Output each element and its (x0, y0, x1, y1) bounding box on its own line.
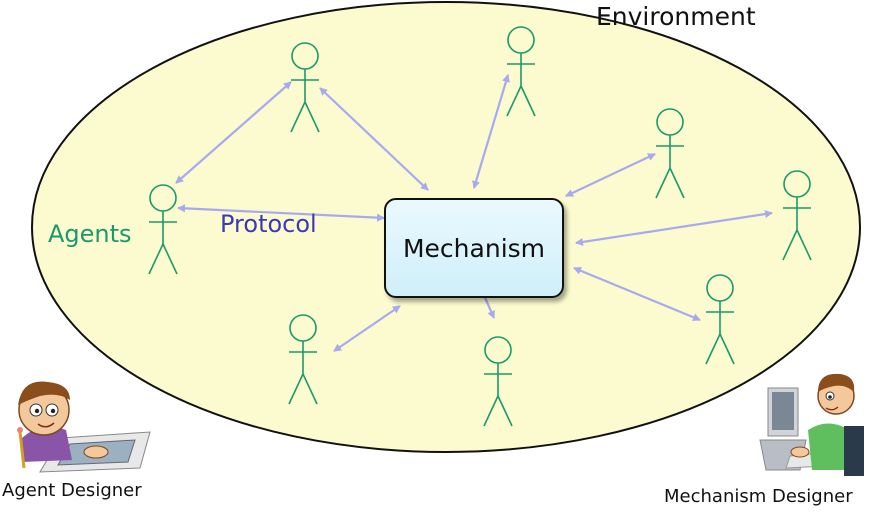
agent-top-left (290, 42, 320, 133)
arrow-agent-right-bottom-to-mechanism (573, 266, 701, 322)
agents-label: Agents (48, 220, 132, 248)
arrow-agent-top-left-to-left (175, 81, 292, 184)
agent-bottom-center (483, 336, 513, 427)
agent-designer-label: Agent Designer (2, 480, 142, 501)
agents-group (148, 26, 812, 427)
arrow-agent-right-top-to-mechanism (565, 153, 656, 197)
mechanism-box: Mechanism (384, 198, 564, 298)
agent-designer-illustration (17, 381, 151, 473)
environment-label: Environment (596, 2, 756, 31)
arrow-agent-left-to-mechanism (177, 204, 385, 222)
arrow-agent-top-left-to-mechanism (319, 87, 429, 191)
agent-right-top (655, 108, 685, 199)
agent-bottom-left (288, 314, 318, 405)
mechanism-designer-label: Mechanism Designer (664, 486, 853, 507)
arrow-agent-far-right-to-mechanism (575, 210, 773, 246)
agent-right-bottom (705, 274, 735, 365)
mechanism-designer-illustration (759, 373, 864, 476)
arrow-agent-top-center-to-mechanism (472, 74, 510, 189)
agent-far-right (782, 170, 812, 261)
protocol-label: Protocol (220, 210, 317, 238)
mechanism-label: Mechanism (402, 233, 546, 263)
arrow-agent-bottom-left-to-mechanism (333, 305, 401, 352)
agent-left (148, 184, 178, 275)
agent-top-center (506, 26, 536, 117)
